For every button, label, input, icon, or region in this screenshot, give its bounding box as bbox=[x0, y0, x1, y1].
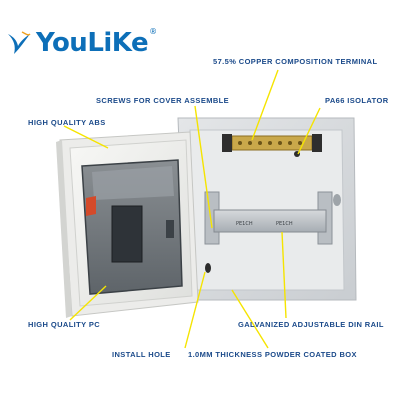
metal-enclosure: PE1CH PE1CH bbox=[177, 117, 357, 301]
callout-din-rail: GALVANIZED ADJUSTABLE DIN RAIL bbox=[238, 320, 384, 329]
callout-screws: SCREWS FOR COVER ASSEMBLE bbox=[96, 96, 230, 105]
rail-label-1: PE1CH bbox=[236, 221, 253, 227]
callout-pc: HIGH QUALITY PC bbox=[28, 320, 101, 329]
registered-mark: ® bbox=[149, 26, 158, 36]
rail-label-2: PE1CH bbox=[276, 221, 293, 227]
brand-name: YouLiKe bbox=[36, 28, 149, 58]
callout-abs: HIGH QUALITY ABS bbox=[28, 118, 106, 127]
din-rail bbox=[213, 209, 327, 233]
callout-isolator: PA66 ISOLATOR bbox=[325, 96, 389, 105]
callout-box: 1.0MM THICKNESS POWDER COATED BOX bbox=[188, 350, 357, 359]
callout-leaders bbox=[63, 69, 321, 349]
pa66-isolator-right bbox=[312, 134, 322, 152]
callout-install-hole: INSTALL HOLE bbox=[112, 350, 171, 359]
callout-copper-terminal: 57.5% COPPER COMPOSITION TERMINAL bbox=[213, 57, 378, 66]
brand-logo: YouLiKe ® bbox=[6, 26, 157, 60]
brand-swoosh-icon bbox=[8, 31, 31, 54]
pa66-isolator-left bbox=[222, 134, 232, 152]
front-cover bbox=[56, 131, 199, 318]
